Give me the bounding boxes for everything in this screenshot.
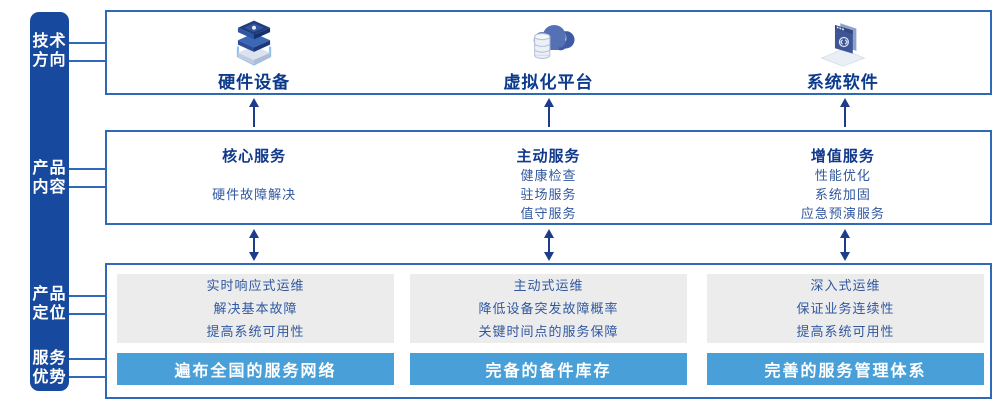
service-column-core: 核心服务 硬件故障解决 [107, 132, 401, 223]
service-item: 性能优化 [814, 168, 871, 183]
positioning-line: 保证业务连续性 [796, 301, 895, 316]
service-item: 应急预演服务 [800, 206, 885, 221]
sidebar-label-line: 产品 [32, 286, 67, 303]
tech-direction-box: 硬件设备 虚拟化平台 [105, 10, 992, 95]
sidebar-label-line: 方向 [32, 52, 67, 69]
positioning-line: 关键时间点的服务保障 [478, 324, 619, 339]
positioning-line: 提高系统可用性 [206, 324, 305, 339]
service-item-list: 硬件故障解决 [212, 166, 296, 223]
double-arrow-icon [249, 229, 259, 261]
service-column-proactive: 主动服务 健康检查 驻场服务 值守服务 [401, 132, 695, 223]
connector-line [69, 42, 105, 44]
connector-line [69, 313, 105, 315]
advantage-bar-spare-parts: 完备的备件库存 [410, 353, 687, 385]
positioning-line: 深入式运维 [810, 278, 881, 293]
sidebar-label-service-advantage: 服务 优势 [30, 349, 69, 387]
advantage-bar-service-management: 完善的服务管理体系 [707, 353, 984, 385]
tech-item-virtualization: 虚拟化平台 [401, 12, 695, 93]
sidebar-label-tech-direction: 技术 方向 [30, 32, 69, 70]
service-item: 硬件故障解决 [212, 187, 297, 202]
positioning-line: 主动式运维 [513, 278, 584, 293]
sidebar-label-line: 产品 [32, 160, 67, 177]
positioning-card-indepth: 深入式运维 保证业务连续性 提高系统可用性 [707, 274, 984, 343]
service-item: 系统加固 [814, 187, 871, 202]
up-arrow-icon [544, 98, 554, 127]
connector-line [69, 186, 105, 188]
service-item: 驻场服务 [520, 187, 577, 202]
positioning-line: 降低设备突发故障概率 [478, 301, 619, 316]
product-content-box: 核心服务 硬件故障解决 主动服务 健康检查 驻场服务 值守服务 增值服务 性能优… [105, 130, 992, 225]
connector-line [69, 295, 105, 297]
sidebar-label-product-content: 产品 内容 [30, 159, 69, 197]
connector-line [69, 60, 105, 62]
sidebar-band [30, 12, 69, 391]
advantage-bar-service-network: 遍布全国的服务网络 [117, 353, 394, 385]
tech-item-label: 系统软件 [806, 73, 879, 92]
code-window-icon [820, 23, 866, 67]
sidebar-label-line: 定位 [32, 305, 67, 322]
sidebar-label-line: 服务 [32, 350, 67, 367]
service-column-title: 增值服务 [810, 148, 875, 165]
up-arrow-icon [249, 98, 259, 127]
connector-line [69, 168, 105, 170]
product-positioning-box: 实时响应式运维 解决基本故障 提高系统可用性 遍布全国的服务网络 主动式运维 降… [105, 263, 992, 399]
sidebar-label-line: 内容 [32, 179, 67, 196]
connector-line [69, 376, 105, 378]
sidebar-label-product-positioning: 产品 定位 [30, 285, 69, 323]
up-arrow-icon [840, 98, 850, 127]
tech-item-label: 硬件设备 [218, 73, 291, 92]
positioning-line: 解决基本故障 [213, 301, 298, 316]
service-column-value-added: 增值服务 性能优化 系统加固 应急预演服务 [696, 132, 990, 223]
positioning-line: 实时响应式运维 [206, 278, 305, 293]
tech-item-hardware: 硬件设备 [107, 12, 401, 93]
service-column-title: 主动服务 [516, 148, 581, 165]
positioning-line: 提高系统可用性 [796, 324, 895, 339]
tech-item-label: 虚拟化平台 [503, 73, 594, 92]
cloud-database-icon [534, 25, 576, 59]
positioning-card-proactive: 主动式运维 降低设备突发故障概率 关键时间点的服务保障 [410, 274, 687, 343]
server-stack-icon [236, 20, 272, 66]
service-item-list: 健康检查 驻场服务 值守服务 [520, 166, 576, 223]
double-arrow-icon [840, 229, 850, 261]
tech-item-system-software: 系统软件 [696, 12, 990, 93]
connector-line [69, 358, 105, 360]
positioning-card-realtime: 实时响应式运维 解决基本故障 提高系统可用性 [117, 274, 394, 343]
service-item: 健康检查 [520, 168, 577, 183]
double-arrow-icon [544, 229, 554, 261]
sidebar-label-line: 优势 [32, 369, 67, 386]
service-item-list: 性能优化 系统加固 应急预演服务 [801, 166, 885, 223]
service-item: 值守服务 [520, 206, 577, 221]
service-column-title: 核心服务 [222, 148, 287, 165]
sidebar-label-line: 技术 [32, 33, 67, 50]
